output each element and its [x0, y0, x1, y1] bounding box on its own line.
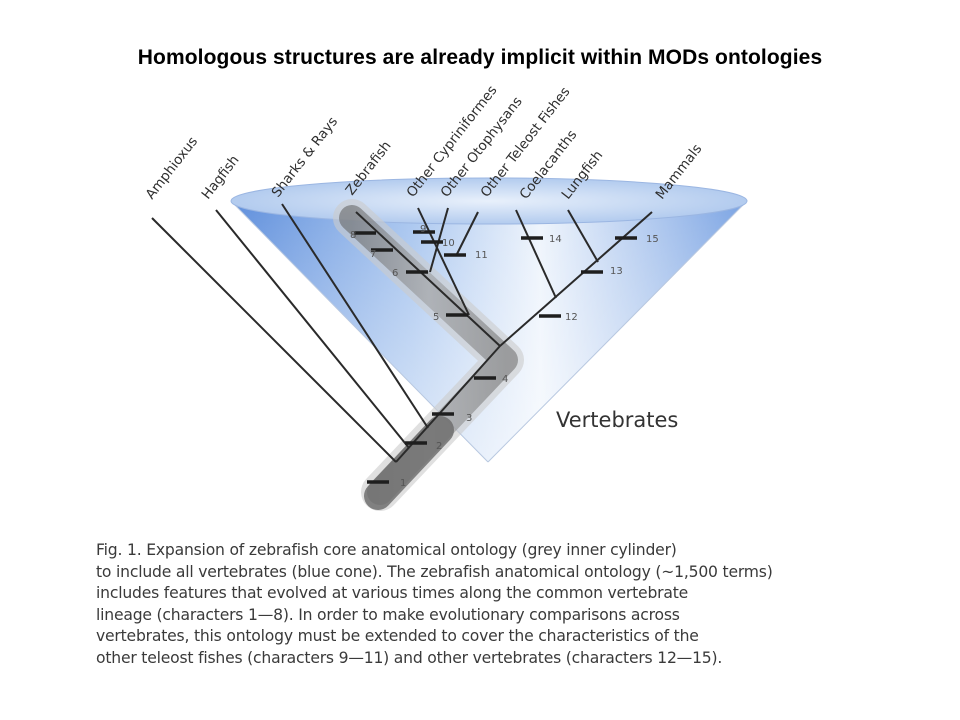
character-label-3: 3 [466, 413, 472, 424]
clade-label-vertebrates: Vertebrates [556, 408, 678, 432]
character-label-10: 10 [442, 238, 455, 249]
character-label-8: 8 [350, 230, 356, 241]
character-label-12: 12 [565, 312, 578, 323]
character-label-14: 14 [549, 234, 562, 245]
character-label-11: 11 [475, 250, 488, 261]
slide-title: Homologous structures are already implic… [137, 46, 823, 69]
caption-line: to include all vertebrates (blue cone). … [96, 562, 773, 581]
character-label-9: 9 [420, 224, 426, 235]
caption-line: Fig. 1. Expansion of zebrafish core anat… [96, 541, 677, 559]
caption-line: includes features that evolved at variou… [96, 584, 689, 602]
character-label-15: 15 [646, 234, 659, 245]
caption-line: vertebrates, this ontology must be exten… [96, 627, 699, 645]
taxon-label-amphioxus: Amphioxus [143, 134, 202, 203]
figure-caption: Fig. 1. Expansion of zebrafish core anat… [96, 540, 836, 669]
taxon-label-hagfish: Hagfish [199, 152, 243, 202]
caption-line: other teleost fishes (characters 9—11) a… [96, 648, 723, 667]
character-label-5: 5 [433, 312, 439, 323]
zebrafish-core-cylinder [333, 199, 524, 511]
character-label-13: 13 [610, 266, 623, 277]
character-label-1: 1 [400, 478, 406, 489]
character-label-4: 4 [502, 374, 508, 385]
character-label-6: 6 [392, 268, 398, 279]
character-label-7: 7 [370, 249, 376, 260]
character-label-2: 2 [436, 441, 442, 452]
caption-line: lineage (characters 1—8). In order to ma… [96, 605, 680, 624]
